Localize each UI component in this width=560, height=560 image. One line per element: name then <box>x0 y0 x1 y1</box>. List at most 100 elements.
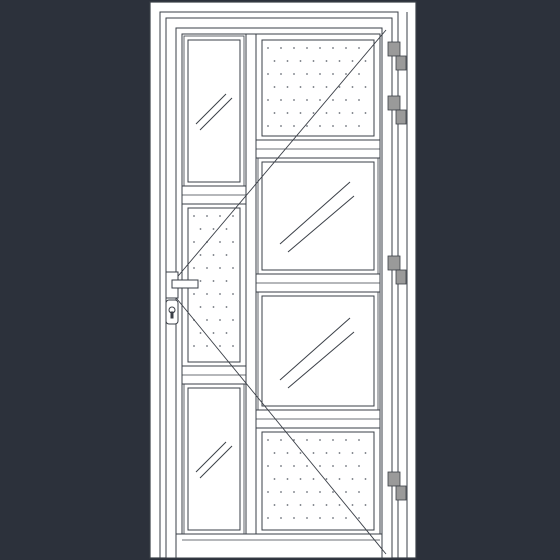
glass-dot <box>286 478 289 480</box>
glass-dot <box>345 517 347 519</box>
glass-dot <box>312 86 315 88</box>
glass-dot <box>364 452 367 454</box>
glass-dot <box>325 60 328 62</box>
glass-dot <box>286 60 289 62</box>
glass-dot <box>345 125 347 127</box>
glass-dot <box>225 280 228 282</box>
glass-dot <box>358 491 360 493</box>
glass-dot <box>325 86 328 88</box>
glass-dot <box>345 99 347 101</box>
glass-dot <box>299 452 302 454</box>
glass-dot <box>325 478 328 480</box>
glass-dot <box>319 465 321 467</box>
glass-dot <box>193 215 195 217</box>
panel-top-left-bead <box>183 35 245 187</box>
glass-dot <box>232 215 234 217</box>
glass-dot <box>286 112 289 114</box>
glass-dot <box>299 86 302 88</box>
reflection-mark <box>287 331 355 389</box>
glass-dot <box>351 478 354 480</box>
glass-dot <box>219 319 221 321</box>
glass-reflection-marks <box>195 93 355 479</box>
glass-dot <box>225 306 228 308</box>
glass-dot <box>225 254 228 256</box>
glass-dot <box>332 439 334 441</box>
glass-dot <box>358 99 360 101</box>
glass-dot <box>306 99 308 101</box>
glass-dot <box>193 241 195 243</box>
swing-line-lower <box>167 287 387 555</box>
glass-dot <box>319 491 321 493</box>
swing-line-upper <box>167 29 387 289</box>
glass-dot <box>267 125 269 127</box>
glass-dot <box>332 73 334 75</box>
hinge-1 <box>387 41 407 71</box>
panel-top-right-dotted <box>261 39 375 137</box>
glass-dot <box>219 215 221 217</box>
glass-dot <box>364 504 367 506</box>
glass-dot <box>212 280 215 282</box>
glass-dot <box>319 47 321 49</box>
glass-dot <box>358 73 360 75</box>
glass-dot <box>267 47 269 49</box>
glass-dot <box>280 73 282 75</box>
door-hardware <box>165 271 199 325</box>
glass-dot <box>312 452 315 454</box>
glass-dot <box>351 504 354 506</box>
hinges <box>387 41 407 501</box>
glass-dot <box>273 60 276 62</box>
lever-handle <box>171 279 199 289</box>
glass-dot <box>293 73 295 75</box>
glass-dot <box>267 517 269 519</box>
glass-dot <box>293 517 295 519</box>
glass-dot <box>364 86 367 88</box>
glass-dot <box>199 280 202 282</box>
glass-dot <box>332 125 334 127</box>
glass-dot <box>358 465 360 467</box>
glass-dot <box>273 86 276 88</box>
glass-dot <box>306 73 308 75</box>
glass-dot <box>338 60 341 62</box>
hinge-2 <box>387 95 407 125</box>
glass-dot <box>325 112 328 114</box>
glass-dot <box>306 491 308 493</box>
glass-dot <box>206 215 208 217</box>
glass-dot <box>206 293 208 295</box>
glass-dot <box>312 60 315 62</box>
glass-dot <box>345 465 347 467</box>
swing-indication-lines <box>167 29 387 555</box>
bottom-rail <box>175 533 383 559</box>
glass-dot <box>299 478 302 480</box>
glass-dot <box>212 332 215 334</box>
glass-dot <box>280 99 282 101</box>
glass-dot <box>193 293 195 295</box>
glass-dot <box>286 86 289 88</box>
glass-dot <box>306 517 308 519</box>
glass-dot <box>306 125 308 127</box>
glass-dot <box>351 452 354 454</box>
panel-upper-right-glass <box>261 161 375 271</box>
glass-dot <box>306 465 308 467</box>
glass-dot <box>351 112 354 114</box>
glass-dot <box>306 439 308 441</box>
reflection-mark <box>199 445 233 479</box>
glass-dot <box>364 112 367 114</box>
glass-dot <box>306 47 308 49</box>
glass-dot <box>280 439 282 441</box>
glass-dot <box>312 478 315 480</box>
glass-dot <box>293 99 295 101</box>
glass-dot <box>332 47 334 49</box>
glass-dot <box>358 517 360 519</box>
glass-dot <box>232 319 234 321</box>
glass-dot <box>319 439 321 441</box>
glass-dot <box>225 332 228 334</box>
glass-dot <box>286 504 289 506</box>
glass-dot <box>319 73 321 75</box>
panel-bottom-left-glass <box>187 387 241 531</box>
glass-dot <box>319 99 321 101</box>
glass-dot <box>280 517 282 519</box>
glass-dot <box>332 491 334 493</box>
glass-dot <box>345 491 347 493</box>
reflection-mark <box>195 441 227 473</box>
